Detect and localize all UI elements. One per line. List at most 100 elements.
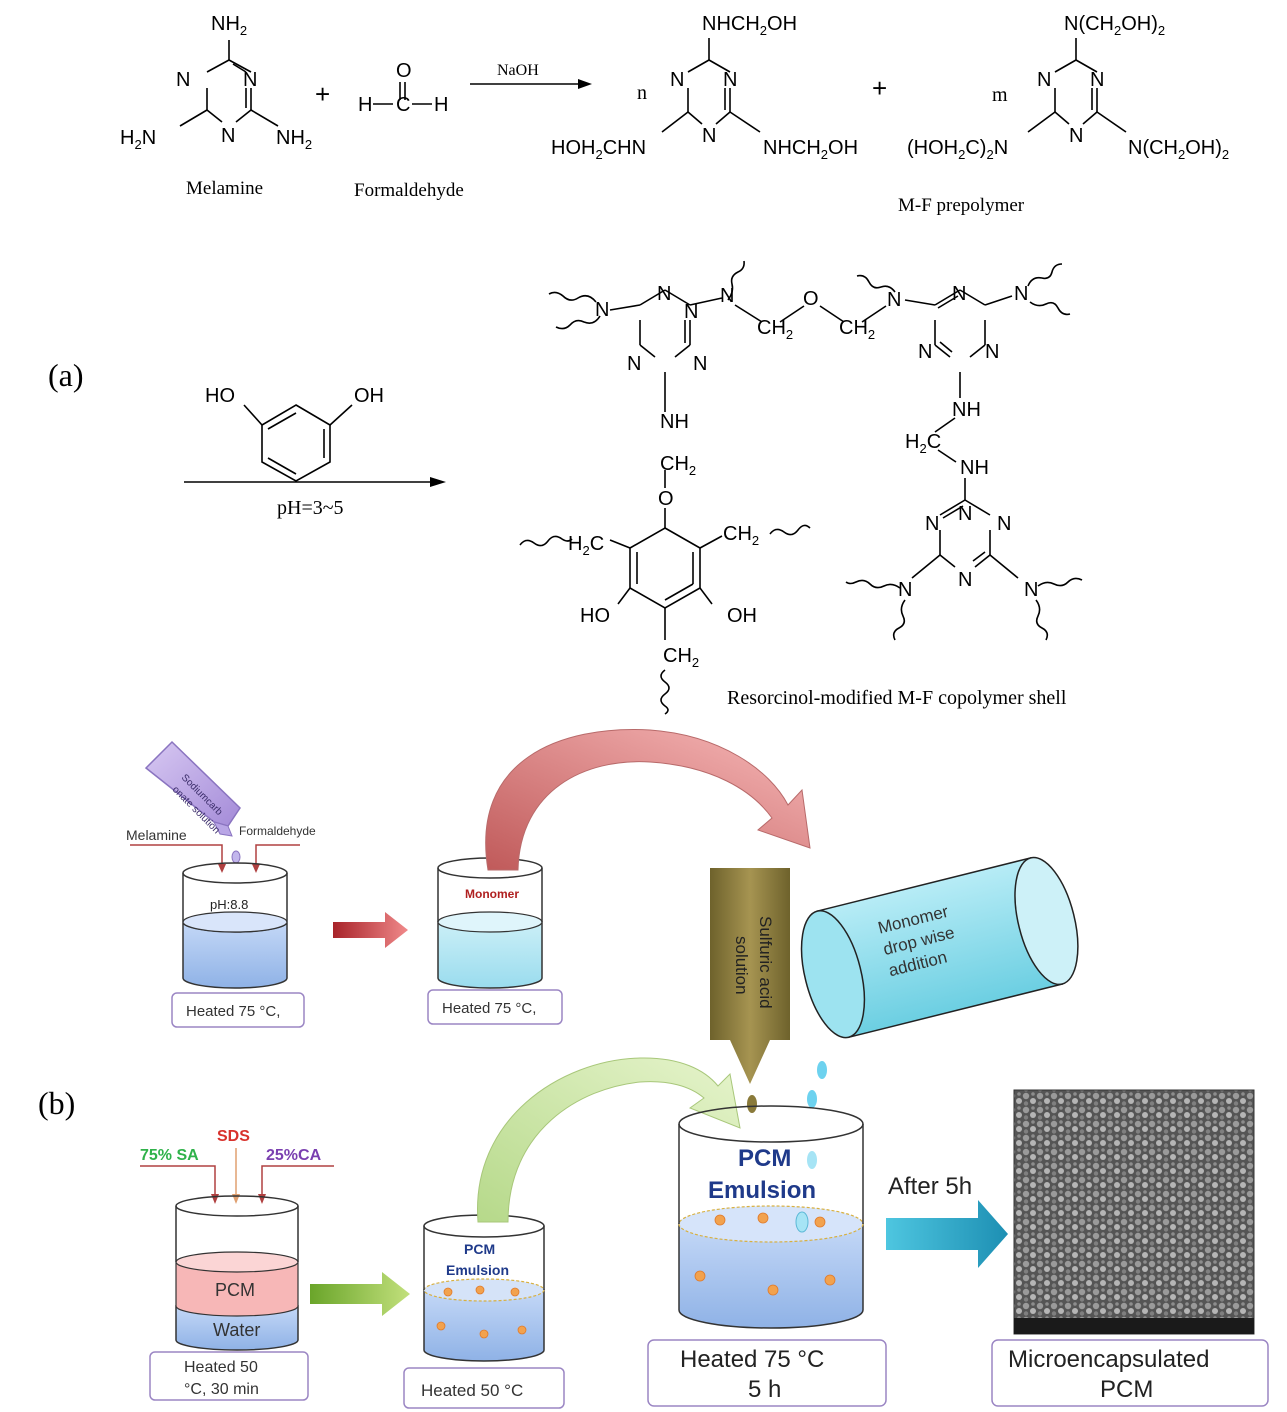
- shell-n: N: [985, 341, 999, 363]
- ring-n: N: [221, 125, 235, 147]
- shell-n: N: [887, 289, 901, 311]
- ph-condition: pH=3~5: [277, 497, 344, 519]
- formaldehyde-input: Formaldehyde: [239, 824, 316, 838]
- svg-text:CH2: CH2: [757, 317, 793, 342]
- sem-micrograph: [1013, 1089, 1255, 1335]
- microencapsulated-label: Microencapsulated: [1008, 1346, 1209, 1373]
- resorcinol-ho: HO: [205, 385, 235, 407]
- shell-n: N: [657, 283, 671, 305]
- svg-text:N(CH2OH)2: N(CH2OH)2: [1064, 13, 1165, 38]
- ring-n: N: [243, 69, 257, 91]
- heated-50-label: Heated 50 °C: [421, 1381, 523, 1400]
- ring-n: N: [723, 69, 737, 91]
- shell-ho: HO: [580, 605, 610, 627]
- monomer-drum: Monomer drop wise addition: [800, 856, 1079, 1039]
- shell-triazine-right: [856, 263, 1071, 463]
- svg-text:CH2: CH2: [723, 523, 759, 548]
- shell-ch2: CH: [663, 645, 692, 667]
- shell-n: N: [925, 513, 939, 535]
- monomer-label: Monomer: [465, 887, 519, 901]
- coefficient-n: n: [637, 82, 647, 104]
- panel-a-text: (a) NH2 N N N H2N NH2 Melamine + O H C H…: [48, 13, 1229, 709]
- formaldehyde-c: C: [396, 94, 410, 116]
- pcm-emulsion-label: PCM: [464, 1241, 495, 1257]
- label-box: [647, 1339, 887, 1407]
- label-box: [427, 989, 563, 1025]
- sa-label: 75% SA: [140, 1147, 199, 1164]
- panel-b-label: (b): [38, 1085, 75, 1121]
- dropping-bottle: Sodiumcarb onate solution: [144, 740, 241, 864]
- acid-drop: [747, 1095, 757, 1113]
- ph-label: pH:8.8: [210, 897, 248, 912]
- svg-text:H2C: H2C: [568, 533, 604, 558]
- heated-50-30-label: Heated 50: [184, 1359, 258, 1376]
- formaldehyde-structure: [373, 82, 432, 105]
- resorcinol-structure: [243, 404, 353, 482]
- panel-a: [179, 38, 1127, 715]
- ca-label: 25%CA: [266, 1147, 322, 1164]
- green-curved-arrow: [477, 1057, 741, 1223]
- nch2oh2-top: N(CH: [1064, 13, 1114, 35]
- cyan-arrow: [886, 1200, 1008, 1268]
- heated-75-5h-label: Heated 75 °C: [680, 1346, 824, 1373]
- microencapsulated-label: PCM: [1100, 1376, 1153, 1403]
- panel-b: (b) Sodiumcarb onate solution Melamine F…: [38, 729, 1269, 1409]
- label-box: [403, 1367, 565, 1409]
- coefficient-m: m: [992, 84, 1008, 106]
- shell-n: N: [627, 353, 641, 375]
- melamine-nh2-top: NH: [211, 13, 240, 35]
- shell-n: N: [952, 283, 966, 305]
- reagent-naoh: NaOH: [497, 62, 539, 79]
- shell-n: N: [1014, 283, 1028, 305]
- shell-o: O: [803, 288, 819, 310]
- shell-caption: Resorcinol-modified M-F copolymer shell: [727, 687, 1067, 709]
- shell-o: O: [658, 488, 674, 510]
- nhch2oh-right: NHCH: [763, 137, 821, 159]
- sem-info-bar: [1014, 1318, 1254, 1334]
- svg-text:NHCH2OH: NHCH2OH: [763, 137, 858, 162]
- red-curved-arrow: [485, 729, 811, 871]
- droplet: [807, 1151, 817, 1169]
- heated-75-5h-label: 5 h: [748, 1376, 781, 1403]
- svg-text:H2N: H2N: [120, 127, 156, 152]
- beaker-3: 75% SA SDS 25%CA PCM Water: [140, 1128, 334, 1351]
- shell-n: N: [595, 299, 609, 321]
- plus-sign: +: [315, 79, 330, 109]
- shell-triazine-lower: [845, 478, 1083, 641]
- shell-ch2: CH: [839, 317, 868, 339]
- pcm-emulsion-big-label: Emulsion: [708, 1177, 816, 1204]
- prepolymer-n-structure: [661, 38, 761, 133]
- droplet: [817, 1061, 827, 1079]
- formaldehyde-o: O: [396, 60, 412, 82]
- prepolymer-caption: M-F prepolymer: [898, 195, 1025, 216]
- formaldehyde-caption: Formaldehyde: [354, 180, 464, 201]
- shell-n: N: [997, 513, 1011, 535]
- melamine-structure: [179, 40, 279, 127]
- label-box: [991, 1339, 1269, 1407]
- shell-nh: NH: [952, 399, 981, 421]
- label-box: [149, 1351, 309, 1401]
- heated-75-label: Heated 75 °C,: [186, 1003, 280, 1020]
- nch2oh2-right: N(CH: [1128, 137, 1178, 159]
- formaldehyde-h: H: [358, 94, 372, 116]
- svg-text:NH2: NH2: [211, 13, 247, 38]
- melamine-nh2-right: NH: [276, 127, 305, 149]
- ring-n: N: [176, 69, 190, 91]
- shell-ch2: CH: [757, 317, 786, 339]
- shell-oh: OH: [727, 605, 757, 627]
- label-box: [171, 992, 305, 1028]
- green-arrow: [310, 1272, 410, 1316]
- shell-n: N: [720, 285, 734, 307]
- svg-text:CH2: CH2: [660, 453, 696, 478]
- ring-n: N: [1090, 69, 1104, 91]
- melamine-caption: Melamine: [186, 178, 263, 199]
- heated-75-label: Heated 75 °C,: [442, 1000, 536, 1017]
- melamine-input: Melamine: [126, 827, 187, 843]
- pcm-emulsion-big-label: PCM: [738, 1145, 791, 1172]
- pcm-emulsion-label: Emulsion: [446, 1262, 509, 1278]
- melamine-h2n: H: [120, 127, 134, 149]
- ring-n: N: [1037, 69, 1051, 91]
- shell-n: N: [918, 341, 932, 363]
- svg-text:H2C: H2C: [905, 431, 941, 456]
- shell-triazine-left: [548, 260, 887, 412]
